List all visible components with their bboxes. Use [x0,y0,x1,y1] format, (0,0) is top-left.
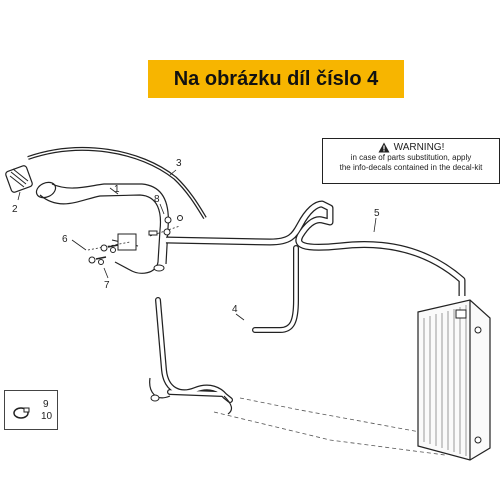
warning-header: WARNING! [323,142,499,153]
part-8-bolts [148,215,183,237]
callout-6: 6 [62,234,68,245]
warning-line-1: in case of parts substitution, apply [350,153,472,162]
hose-clamp-icon [13,407,30,419]
warning-line-2: the info-decals contained in the decal-k… [339,163,483,172]
callout-3: 3 [176,158,182,169]
part-6-7-screws [87,241,131,265]
part-5-coolant-hose [165,200,466,296]
warning-title: WARNING! [393,142,445,153]
callout-2: 2 [12,204,18,215]
callout-10: 10 [41,411,53,422]
part-number-banner: Na obrázku díl číslo 4 [148,60,404,98]
warning-box: WARNING! in case of parts substitution, … [322,138,500,184]
callout-1: 1 [114,184,120,195]
warning-triangle-icon [378,142,390,153]
banner-text: Na obrázku díl číslo 4 [173,67,379,90]
part-4-bottom-hose [155,245,299,403]
radiator [417,299,491,461]
part-1-expansion-tank [35,181,169,274]
leader-line-radiator [213,397,446,456]
callout-9: 9 [43,399,49,410]
callout-5: 5 [374,208,380,219]
callout-7: 7 [104,280,110,291]
callout-4: 4 [232,304,238,315]
callout-8: 8 [154,194,160,205]
clamp-kit-box: 9 10 [4,390,58,430]
part-2-filler-cap [5,165,33,193]
